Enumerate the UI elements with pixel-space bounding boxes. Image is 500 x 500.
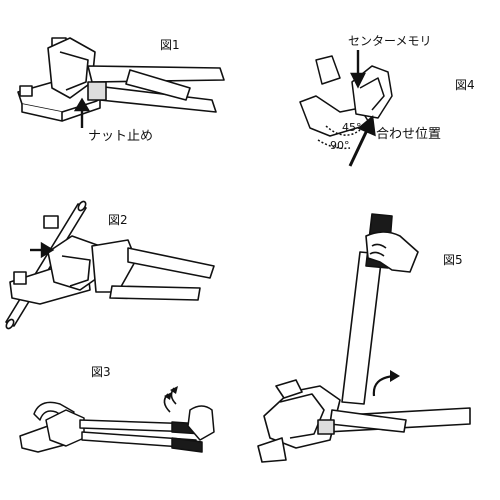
scale-mark-45: 45° [342, 121, 362, 134]
nut-stop-annotation: ナット止め [88, 129, 154, 144]
figure-2-label: 図2 [108, 213, 128, 227]
center-mark-annotation: センターメモリ [348, 34, 432, 48]
figure-3-label: 図3 [91, 365, 111, 379]
alignment-position-annotation: 合わせ位置 [376, 127, 442, 142]
figure-4-label: 図4 [455, 78, 475, 92]
figure-1-label: 図1 [160, 38, 180, 52]
scale-mark-90: 90° [330, 139, 350, 152]
figure-5-label: 図5 [443, 253, 463, 267]
